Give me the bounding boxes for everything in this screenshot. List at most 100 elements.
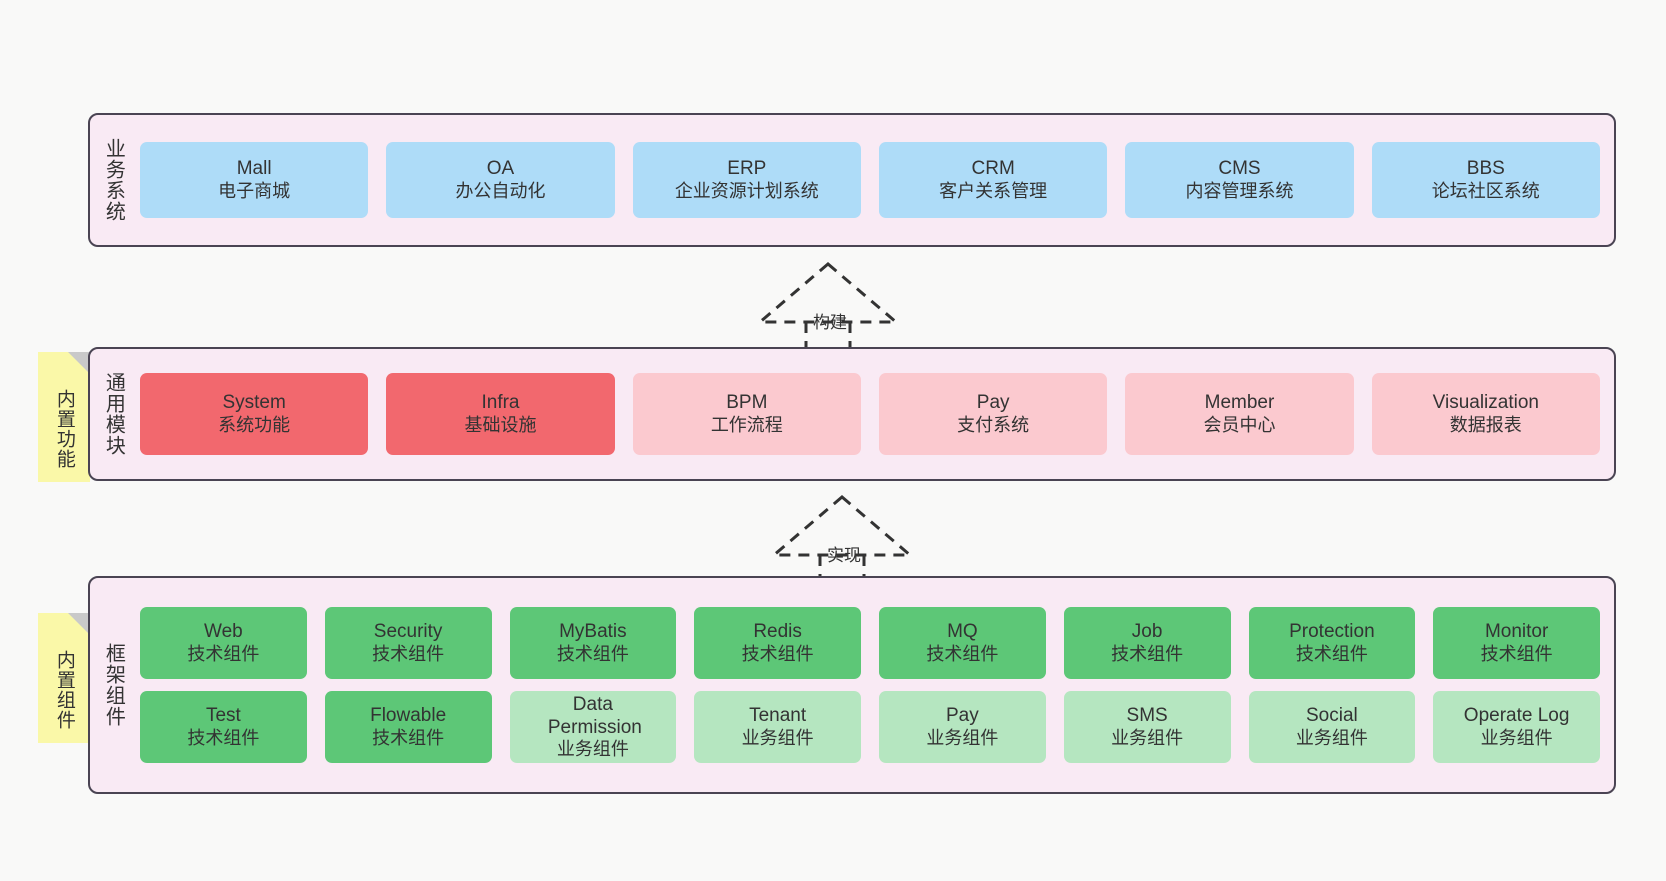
- card-desc: 技术组件: [1111, 643, 1184, 664]
- card-desc: 业务组件: [1111, 727, 1184, 748]
- connector-build: 构建: [755, 262, 908, 348]
- note-text: 内置组件: [53, 650, 75, 730]
- card-title: Member: [1204, 392, 1275, 414]
- card-desc: 业务组件: [1480, 727, 1553, 748]
- card-test[interactable]: Test 技术组件: [140, 691, 307, 763]
- connector-implement: 实现: [769, 495, 922, 581]
- card-title: Test: [205, 705, 241, 727]
- card-title: CRM: [971, 158, 1015, 180]
- framework-tech-row: Web 技术组件 Security 技术组件 MyBatis 技术组件 Redi…: [140, 607, 1600, 679]
- card-title: Mall: [236, 158, 272, 180]
- connector-build-label: 构建: [813, 313, 847, 332]
- card-job[interactable]: Job 技术组件: [1063, 607, 1231, 679]
- card-title: Pay: [976, 392, 1010, 414]
- card-title: Redis: [753, 621, 802, 643]
- card-desc: 业务组件: [926, 727, 999, 748]
- card-desc: 支付系统: [957, 414, 1030, 435]
- layer-modules-label: 通用模块: [102, 372, 125, 456]
- card-protection[interactable]: Protection 技术组件: [1248, 607, 1416, 679]
- card-desc: 技术组件: [926, 643, 999, 664]
- card-desc: 技术组件: [372, 643, 445, 664]
- card-social[interactable]: Social 业务组件: [1248, 691, 1416, 763]
- card-infra[interactable]: Infra 基础设施: [386, 373, 615, 455]
- card-visualization[interactable]: Visualization 数据报表: [1371, 373, 1600, 455]
- card-title: BBS: [1466, 158, 1505, 180]
- card-title: CMS: [1218, 158, 1261, 180]
- card-desc: 会员中心: [1203, 414, 1276, 435]
- card-title: Protection: [1289, 621, 1375, 643]
- card-desc: 基础设施: [464, 414, 537, 435]
- card-title: MQ: [947, 621, 978, 643]
- layer-business-body: Mall 电子商城 OA 办公自动化 ERP 企业资源计划系统 CRM 客户关系…: [136, 115, 1614, 245]
- card-title: OA: [486, 158, 515, 180]
- business-card-row: Mall 电子商城 OA 办公自动化 ERP 企业资源计划系统 CRM 客户关系…: [140, 142, 1600, 218]
- card-title: Pay: [946, 705, 979, 727]
- card-system[interactable]: System 系统功能: [140, 373, 369, 455]
- card-desc: 业务组件: [1295, 727, 1368, 748]
- card-web[interactable]: Web 技术组件: [140, 607, 307, 679]
- arrow-shaft: [804, 322, 852, 348]
- card-title: Visualization: [1432, 392, 1539, 414]
- card-desc: 技术组件: [741, 643, 814, 664]
- card-title: Data Permission: [547, 693, 642, 739]
- card-sms[interactable]: SMS 业务组件: [1063, 691, 1231, 763]
- card-desc: 工作流程: [710, 414, 783, 435]
- card-tenant[interactable]: Tenant 业务组件: [694, 691, 861, 763]
- card-mall[interactable]: Mall 电子商城: [140, 142, 369, 218]
- card-title: Monitor: [1484, 621, 1549, 643]
- card-bpm[interactable]: BPM 工作流程: [632, 373, 861, 455]
- card-title: Operate Log: [1463, 705, 1570, 727]
- note-builtin-components: 内置组件: [38, 613, 90, 743]
- card-title: Infra: [481, 392, 520, 414]
- card-desc: 论坛社区系统: [1431, 180, 1540, 201]
- card-desc: 技术组件: [187, 643, 260, 664]
- layer-framework-label: 框架组件: [102, 643, 125, 727]
- card-operate-log[interactable]: Operate Log 业务组件: [1433, 691, 1600, 763]
- card-desc: 技术组件: [372, 727, 445, 748]
- card-title: System: [222, 392, 286, 414]
- card-title: Job: [1131, 621, 1163, 643]
- card-mybatis[interactable]: MyBatis 技术组件: [509, 607, 677, 679]
- layer-business-systems: 业务系统 Mall 电子商城 OA 办公自动化 ERP 企业资源计划系统 CRM…: [88, 113, 1616, 247]
- card-cms[interactable]: CMS 内容管理系统: [1125, 142, 1354, 218]
- card-member[interactable]: Member 会员中心: [1125, 373, 1354, 455]
- card-flowable[interactable]: Flowable 技术组件: [324, 691, 492, 763]
- card-title: MyBatis: [559, 621, 627, 643]
- card-desc: 技术组件: [1295, 643, 1368, 664]
- card-desc: 技术组件: [187, 727, 260, 748]
- card-redis[interactable]: Redis 技术组件: [694, 607, 861, 679]
- card-desc: 系统功能: [218, 414, 291, 435]
- card-monitor[interactable]: Monitor 技术组件: [1433, 607, 1600, 679]
- card-bbs[interactable]: BBS 论坛社区系统: [1371, 142, 1600, 218]
- card-security[interactable]: Security 技术组件: [324, 607, 492, 679]
- card-desc: 客户关系管理: [939, 180, 1048, 201]
- card-erp[interactable]: ERP 企业资源计划系统: [632, 142, 861, 218]
- arrow-head-triangle: [769, 495, 915, 557]
- card-mq[interactable]: MQ 技术组件: [879, 607, 1046, 679]
- card-desc: 电子商城: [218, 180, 291, 201]
- card-pay-module[interactable]: Pay 支付系统: [878, 373, 1108, 455]
- modules-card-row: System 系统功能 Infra 基础设施 BPM 工作流程 Pay 支付系统…: [140, 373, 1600, 455]
- layer-modules-body: System 系统功能 Infra 基础设施 BPM 工作流程 Pay 支付系统…: [136, 349, 1614, 479]
- card-desc: 业务组件: [556, 739, 629, 760]
- framework-biz-row: Test 技术组件 Flowable 技术组件 Data Permission …: [140, 691, 1600, 763]
- card-oa[interactable]: OA 办公自动化: [386, 142, 615, 218]
- card-title: Tenant: [749, 705, 807, 727]
- layer-business-label: 业务系统: [102, 138, 125, 222]
- card-title: SMS: [1126, 705, 1168, 727]
- arrow-head-triangle: [755, 262, 901, 324]
- card-pay-component[interactable]: Pay 业务组件: [879, 691, 1046, 763]
- card-desc: 企业资源计划系统: [674, 180, 819, 201]
- layer-framework-body: Web 技术组件 Security 技术组件 MyBatis 技术组件 Redi…: [136, 578, 1614, 792]
- card-desc: 业务组件: [741, 727, 814, 748]
- card-desc: 内容管理系统: [1185, 180, 1294, 201]
- card-crm[interactable]: CRM 客户关系管理: [878, 142, 1108, 218]
- card-desc: 技术组件: [1480, 643, 1553, 664]
- layer-framework-components: 框架组件 Web 技术组件 Security 技术组件 MyBatis 技术组件…: [88, 576, 1616, 794]
- note-text: 内置功能: [53, 389, 75, 469]
- card-title: ERP: [727, 158, 767, 180]
- card-data-permission[interactable]: Data Permission 业务组件: [509, 691, 677, 763]
- card-title: Security: [373, 621, 443, 643]
- card-desc: 办公自动化: [455, 180, 546, 201]
- card-title: Web: [204, 621, 243, 643]
